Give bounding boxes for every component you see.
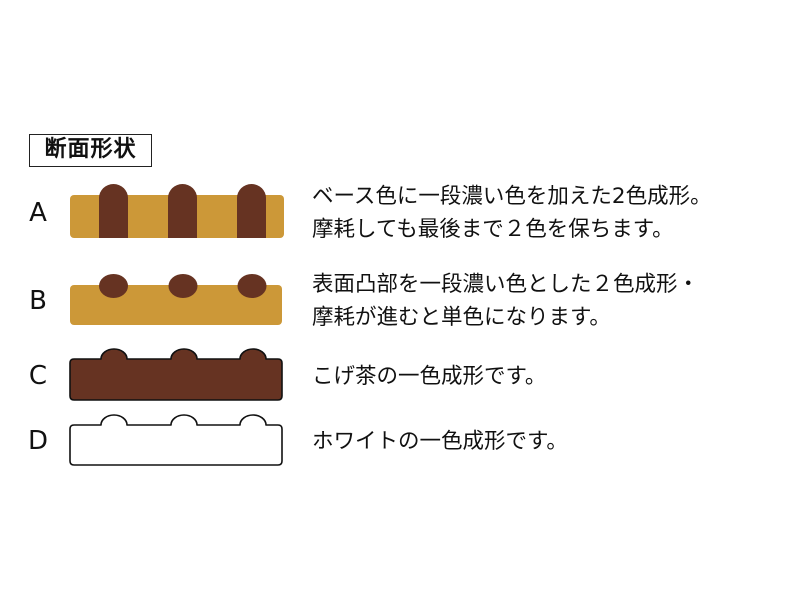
cross-section-b	[70, 274, 282, 325]
cross-section-c	[69, 348, 283, 401]
row-label-c: C	[28, 361, 48, 391]
section-title: 断面形状	[29, 134, 152, 167]
cross-section-d	[69, 414, 283, 466]
description-d: ホワイトの一色成形です。	[312, 429, 568, 454]
row-label-a: A	[29, 198, 47, 228]
description-c: こげ茶の一色成形です。	[312, 364, 547, 389]
description-a-line1: ベース色に一段濃い色を加えた2色成形。	[312, 184, 712, 209]
row-label-b: B	[29, 286, 47, 316]
description-b-line2: 摩耗が進むと単色になります。	[312, 305, 611, 330]
description-b-line1: 表面凸部を一段濃い色とした２色成形・	[312, 272, 700, 297]
cross-section-a	[70, 184, 284, 238]
row-label-d: D	[27, 426, 49, 456]
description-a-line2: 摩耗しても最後まで２色を保ちます。	[312, 217, 674, 242]
